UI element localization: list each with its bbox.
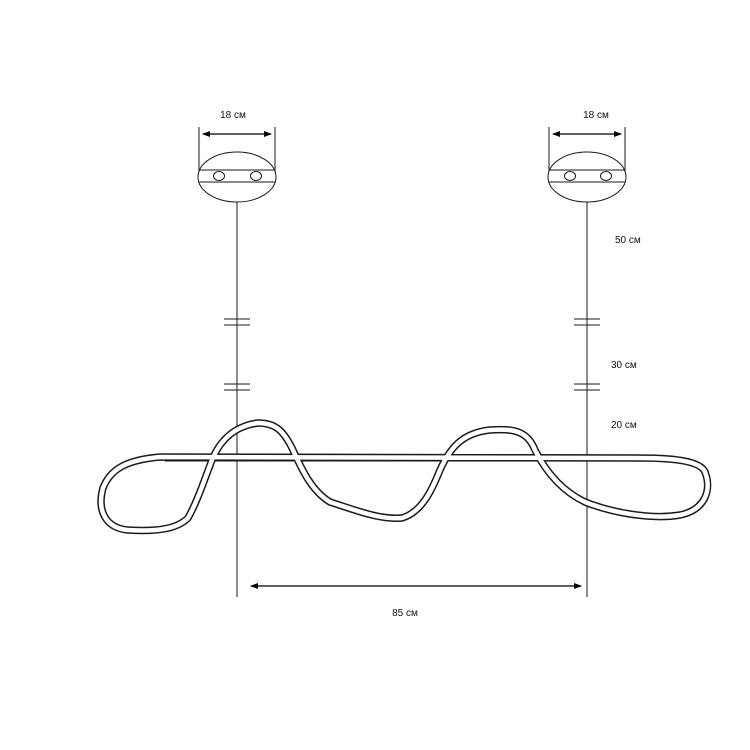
right-suspension-cable (574, 202, 600, 597)
upper-cable-length-label: 50 см (615, 235, 641, 246)
right-canopy-screw-hole (600, 171, 612, 181)
suspension-spacing-dimension: 85 см (250, 583, 582, 619)
left-canopy-width-label: 18 см (220, 110, 246, 121)
suspension-spacing-label: 85 см (392, 608, 418, 619)
right-canopy-screw-hole (564, 171, 576, 181)
lamp-wavy-tube (97, 419, 712, 535)
left-suspension-cable (224, 202, 250, 597)
left-canopy-width-dimension: 18 см (198, 110, 276, 172)
right-canopy-width-label: 18 см (583, 110, 609, 121)
left-canopy (197, 151, 277, 203)
right-canopy-width-dimension: 18 см (548, 110, 626, 172)
left-canopy-screw-hole (250, 171, 262, 181)
middle-cable-length-label: 30 см (611, 360, 637, 371)
lower-cable-length-label: 20 см (611, 420, 637, 431)
left-canopy-screw-hole (213, 171, 225, 181)
right-canopy (547, 151, 627, 203)
